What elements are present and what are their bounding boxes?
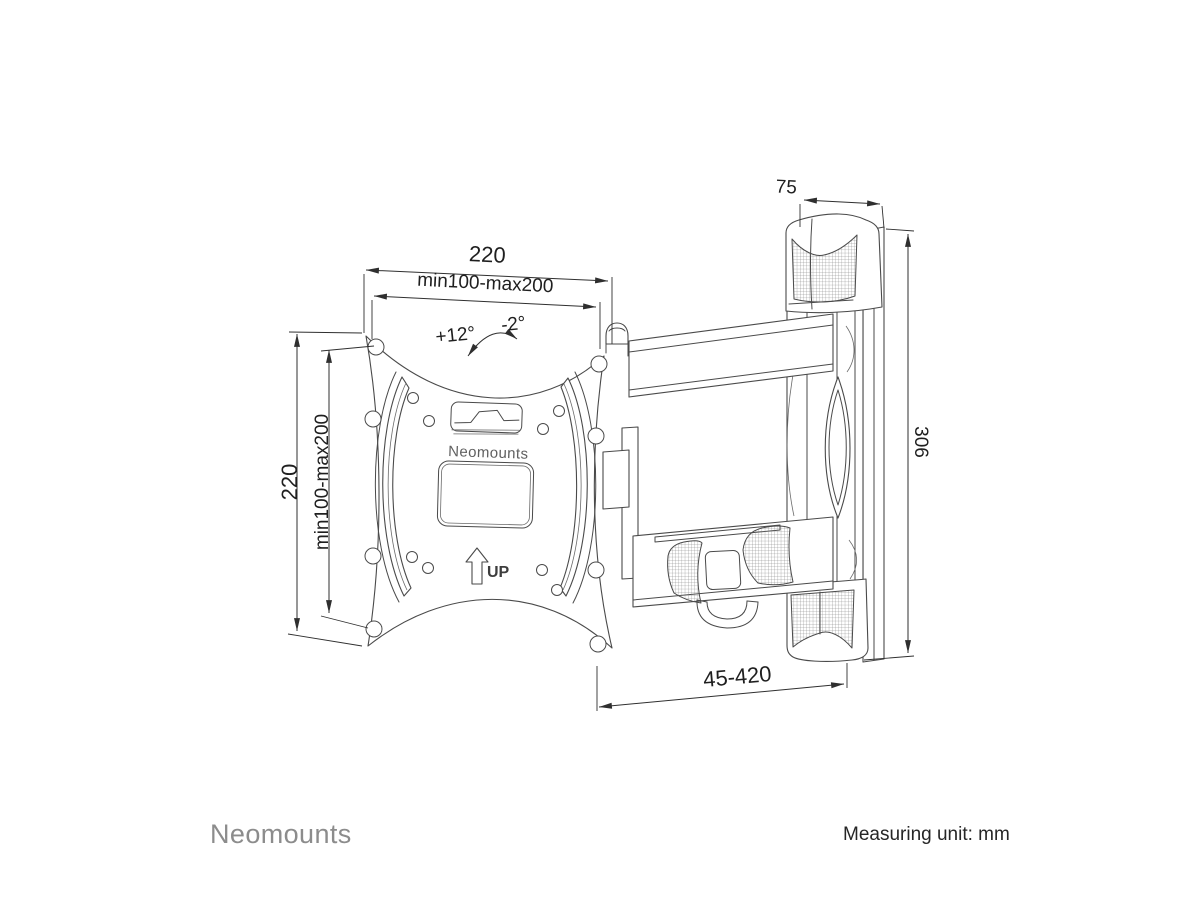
lower-arm	[632, 516, 834, 629]
dim-label-extension-range: 45-420	[702, 661, 773, 692]
upper-arm	[628, 313, 834, 398]
dim-top-width: 220	[363, 241, 613, 344]
dim-label-top-vesa: min100-max200	[417, 270, 554, 298]
lower-arm-slot	[704, 549, 742, 591]
dim-label-tilt-down: -2°	[500, 313, 527, 336]
wall-plate-bottom-cap	[786, 578, 869, 662]
lower-arm-grip-left	[667, 540, 703, 604]
plate-brand-text: Neomounts	[448, 443, 529, 463]
dim-extension-range: 45-420	[596, 661, 848, 711]
dim-label-tilt-up: +12°	[435, 323, 477, 348]
dim-label-bracket-height: 306	[910, 426, 931, 458]
dim-bracket-depth: 75	[775, 176, 885, 229]
up-arrow-icon	[465, 547, 489, 585]
dim-left-height: 220	[277, 331, 363, 647]
tilt-block	[602, 449, 630, 510]
left-slot	[374, 371, 412, 603]
wall-plate	[785, 213, 885, 663]
measuring-unit-note: Measuring unit: mm	[843, 824, 1010, 845]
center-cutout	[436, 460, 535, 529]
right-slot	[559, 371, 597, 604]
plate-holes	[364, 338, 608, 653]
wall-plate-top-cap	[785, 213, 883, 314]
dim-label-top-width: 220	[468, 241, 506, 268]
up-label: UP	[487, 564, 510, 581]
dim-label-bracket-depth: 75	[775, 176, 797, 198]
vesa-plate: Neomounts UP	[364, 335, 613, 653]
dim-left-vesa: min100-max200	[312, 345, 375, 629]
handle-cutout	[450, 401, 523, 435]
dim-label-left-vesa: min100-max200	[312, 414, 333, 550]
cable-hook	[696, 599, 759, 629]
hinge-dome	[605, 322, 629, 357]
dim-tilt: +12° -2°	[435, 313, 527, 357]
dim-bracket-height: 306	[863, 228, 931, 661]
brand-logo: Neomounts	[210, 819, 352, 849]
dim-label-left-height: 220	[277, 464, 302, 501]
lower-arm-grip-right	[742, 525, 794, 586]
